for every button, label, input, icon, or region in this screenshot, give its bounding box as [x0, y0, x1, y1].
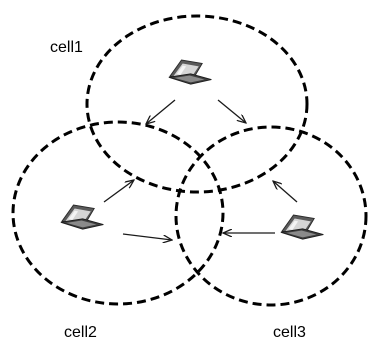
cell1-label: cell1 [50, 39, 83, 56]
cell2-label: cell2 [64, 324, 97, 341]
cell3-circle [174, 125, 368, 307]
cell3-label: cell3 [273, 324, 306, 341]
arrow-cell1-to-cell2 [146, 99, 176, 124]
arrow-cell2-to-cell1 [103, 180, 134, 203]
laptop-icon [280, 214, 324, 240]
laptop-icon [60, 204, 104, 230]
laptop-icon [168, 59, 212, 85]
arrow-cell2-to-cell3 [122, 233, 172, 240]
cell2-circle [11, 120, 225, 306]
cell1-circle [85, 14, 309, 194]
arrow-cell1-to-cell3 [217, 99, 246, 123]
arrow-cell3-to-cell1 [273, 181, 298, 203]
